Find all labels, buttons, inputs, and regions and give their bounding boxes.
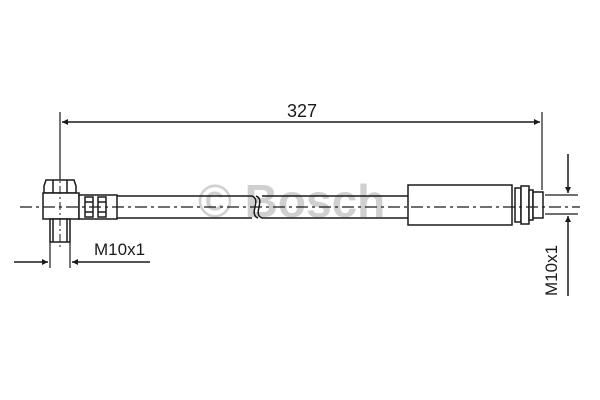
watermark-text: © Bosch [198,175,385,227]
left-thread-label: M10x1 [94,240,145,259]
overall-length-label: 327 [287,101,317,121]
right-thread-label: M10x1 [542,245,561,296]
left-thread-dimension [14,242,150,268]
watermark: © Bosch [198,175,385,227]
right-thread-dimension [545,154,578,296]
right-fitting [407,184,544,226]
left-banjo-fitting [42,179,118,243]
